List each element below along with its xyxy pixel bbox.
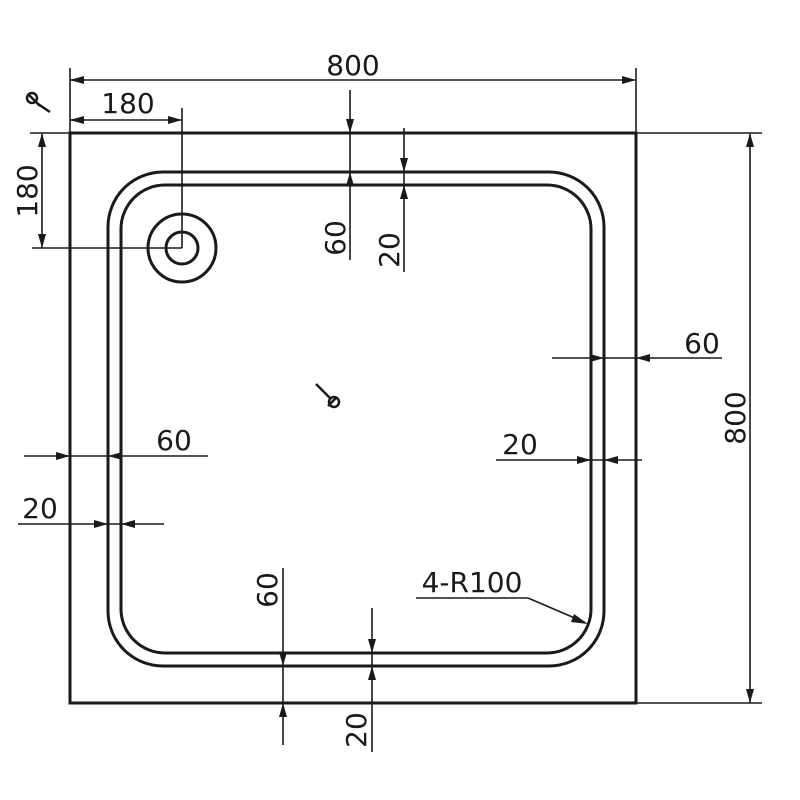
width-arrow-left bbox=[70, 76, 84, 84]
drain-offset-y-label: 180 bbox=[11, 164, 44, 217]
drain-offset-x-label: 180 bbox=[101, 87, 154, 120]
tray-basin-outer-rim bbox=[106, 170, 606, 668]
height-total-label: 800 bbox=[719, 391, 752, 444]
height-arrow-top bbox=[746, 133, 754, 147]
bottom-rim-width-arrow-down bbox=[279, 652, 287, 666]
drain-x-arrow-right bbox=[168, 116, 182, 124]
right-rim-width-arrow-left bbox=[636, 354, 650, 362]
bottom-rim-inner-arrow-up bbox=[368, 666, 376, 680]
bottom-rim-width-arrow-up bbox=[279, 703, 287, 717]
corner-radius-label: 4-R100 bbox=[422, 566, 523, 599]
drain-y-arrow-bottom bbox=[38, 234, 46, 248]
corner-radius-arrow bbox=[571, 614, 588, 624]
right-rim-inner-arrow-right bbox=[577, 456, 591, 464]
top-rim-inner-arrow-up bbox=[400, 185, 408, 199]
width-total-label: 800 bbox=[326, 49, 379, 82]
bottom-rim-inner-label: 20 bbox=[340, 712, 373, 748]
left-rim-width-label: 60 bbox=[156, 424, 192, 457]
right-rim-width-arrow-right bbox=[590, 354, 604, 362]
width-arrow-right bbox=[622, 76, 636, 84]
left-rim-width-arrow-right bbox=[56, 452, 70, 460]
bottom-rim-inner-arrow-down bbox=[368, 639, 376, 653]
drain-y-arrow-top bbox=[38, 133, 46, 147]
tray-outer-outline bbox=[68, 131, 638, 705]
left-rim-width-arrow-left bbox=[108, 452, 122, 460]
top-rim-inner-arrow-down bbox=[400, 158, 408, 172]
top-rim-width-arrow-down bbox=[346, 119, 354, 133]
left-rim-inner-arrow-left bbox=[121, 520, 135, 528]
bottom-rim-width-label: 60 bbox=[251, 572, 284, 608]
drain-x-arrow-left bbox=[70, 116, 84, 124]
key-symbol-icon bbox=[25, 91, 51, 114]
top-rim-width-label: 60 bbox=[319, 220, 352, 256]
tray-basin-inner-rim bbox=[119, 183, 593, 655]
left-rim-inner-arrow-right bbox=[94, 520, 108, 528]
right-rim-width-label: 60 bbox=[684, 327, 720, 360]
top-rim-inner-label: 20 bbox=[373, 232, 406, 268]
center-drain-symbol-icon bbox=[315, 383, 341, 409]
right-rim-inner-label: 20 bbox=[502, 428, 538, 461]
top-rim-width-arrow-up bbox=[346, 172, 354, 186]
height-arrow-bottom bbox=[746, 689, 754, 703]
left-rim-inner-label: 20 bbox=[22, 492, 58, 525]
right-rim-inner-arrow-left bbox=[604, 456, 618, 464]
